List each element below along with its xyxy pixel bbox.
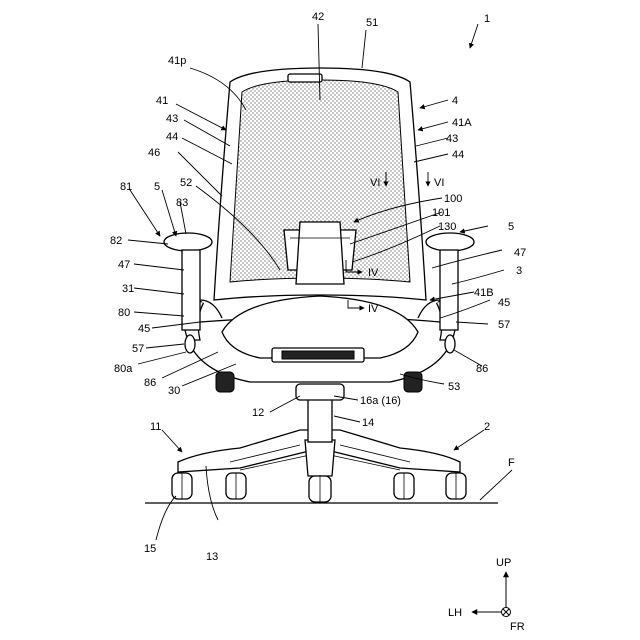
caster-2 — [226, 473, 246, 499]
label-101: 101 — [432, 207, 450, 219]
label-43-left: 43 — [166, 113, 178, 125]
label-3: 3 — [516, 265, 522, 277]
label-12: 12 — [252, 407, 264, 419]
label-57-right: 57 — [498, 319, 510, 331]
label-42: 42 — [312, 11, 324, 23]
label-86-right: 86 — [476, 363, 488, 375]
axis-up-label: UP — [496, 557, 511, 569]
label-53: 53 — [448, 381, 460, 393]
label-11: 11 — [150, 421, 161, 433]
label-80: 80 — [118, 307, 130, 319]
label-VI-right: VI — [434, 177, 444, 189]
label-82: 82 — [110, 235, 122, 247]
label-31: 31 — [122, 283, 134, 295]
label-F: F — [508, 457, 515, 469]
axis-left-label: LH — [448, 607, 462, 619]
label-45-left: 45 — [138, 323, 150, 335]
label-14: 14 — [362, 417, 374, 429]
label-81: 81 — [120, 181, 132, 193]
label-44-left: 44 — [166, 131, 178, 143]
label-51: 51 — [366, 17, 378, 29]
label-2: 2 — [484, 421, 490, 433]
label-44-right: 44 — [452, 149, 464, 161]
caster-5 — [446, 473, 466, 499]
label-41B: 41B — [474, 287, 494, 299]
label-5-right: 5 — [508, 221, 514, 233]
label-41p: 41p — [168, 55, 186, 67]
label-15: 15 — [144, 543, 156, 555]
label-80a: 80a — [114, 363, 133, 375]
label-130: 130 — [438, 221, 456, 233]
label-30: 30 — [168, 385, 180, 397]
label-52: 52 — [180, 177, 192, 189]
caster-1 — [172, 473, 192, 499]
label-5-left: 5 — [154, 181, 160, 193]
label-43-right: 43 — [446, 133, 458, 145]
label-1: 1 — [484, 13, 490, 25]
axis-front-label: FR — [510, 621, 525, 633]
seat-assembly — [184, 296, 456, 392]
caster-3 — [309, 476, 331, 502]
label-VI-left: VI — [370, 177, 380, 189]
caster-4 — [394, 473, 414, 499]
label-IV-upper: IV — [368, 267, 379, 279]
label-45-right: 45 — [498, 297, 510, 309]
armrest-right — [418, 233, 474, 330]
label-57-left: 57 — [132, 343, 144, 355]
label-46: 46 — [148, 147, 160, 159]
label-16a: 16a (16) — [360, 395, 401, 407]
label-41A: 41A — [452, 117, 472, 129]
label-41: 41 — [156, 95, 168, 107]
label-IV-lower: IV — [368, 303, 379, 315]
label-83: 83 — [176, 197, 188, 209]
orientation-axes: UP LH FR — [448, 557, 525, 633]
label-47-left: 47 — [118, 259, 130, 271]
label-47-right: 47 — [514, 247, 526, 259]
backrest — [214, 68, 426, 300]
label-86-left: 86 — [144, 377, 156, 389]
label-13: 13 — [206, 551, 218, 563]
label-4: 4 — [452, 95, 458, 107]
label-100: 100 — [444, 193, 462, 205]
